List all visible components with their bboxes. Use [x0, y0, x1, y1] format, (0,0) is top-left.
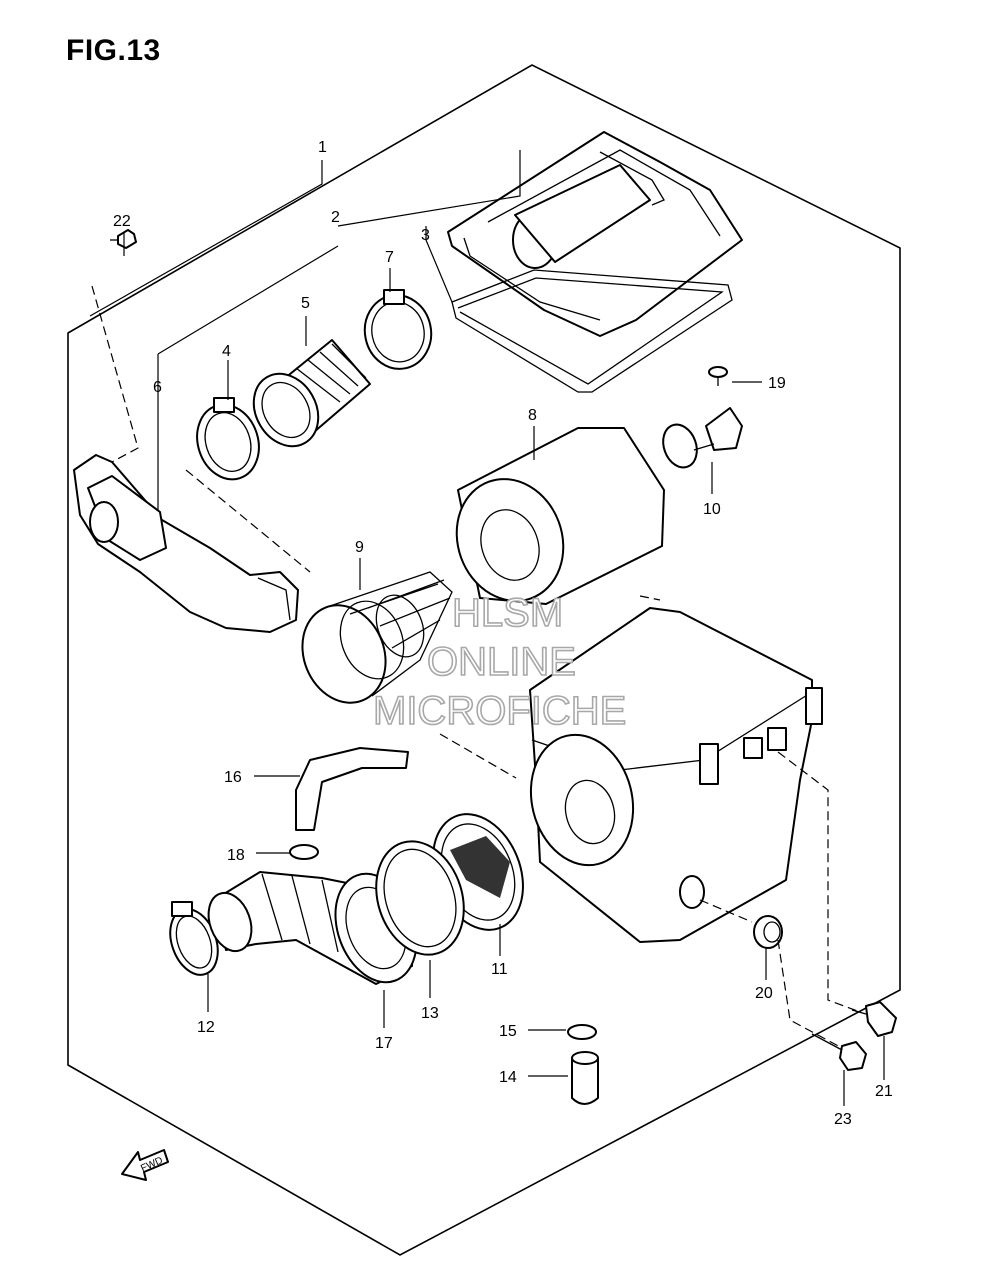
screw-19[interactable]	[708, 366, 728, 386]
callout-5: 5	[301, 295, 310, 312]
fitting-10[interactable]	[657, 407, 743, 472]
drain-plug-14[interactable]	[571, 1051, 599, 1105]
grommet-20[interactable]	[753, 915, 783, 949]
callout-23: 23	[834, 1111, 852, 1128]
callout-6: 6	[153, 379, 162, 396]
callout-1: 1	[318, 139, 327, 156]
watermark-line1: HLSM	[452, 591, 563, 635]
fwd-marker: FWD	[121, 1149, 169, 1181]
clamp-13[interactable]	[362, 830, 478, 966]
callout-21: 21	[875, 1083, 893, 1100]
leader-1	[89, 160, 323, 317]
cap-seal[interactable]	[451, 269, 733, 393]
callout-16: 16	[224, 769, 242, 786]
assembly-line	[439, 733, 517, 779]
assembly-line	[777, 751, 861, 1013]
assembly-line	[639, 595, 661, 601]
callout-7: 7	[385, 249, 394, 266]
callout-9: 9	[355, 539, 364, 556]
assembly-line	[185, 469, 311, 573]
callout-22: 22	[113, 213, 131, 230]
intake-duct-6[interactable]	[73, 454, 299, 633]
watermark-line2: ONLINE	[427, 640, 576, 684]
drain-hose-16[interactable]	[295, 747, 409, 831]
watermark-line3: MICROFICHE	[373, 689, 626, 733]
figure-title: FIG.13	[66, 34, 161, 67]
leader-2	[337, 150, 521, 227]
arrow-left-icon	[121, 1149, 169, 1181]
assembly-frame	[67, 64, 901, 1256]
leader-6-bracket	[157, 245, 339, 355]
callout-4: 4	[222, 343, 231, 360]
callout-12: 12	[197, 1019, 215, 1036]
clamp-4[interactable]	[188, 397, 269, 488]
screw-23[interactable]	[811, 1033, 867, 1071]
callout-3: 3	[421, 227, 430, 244]
clamp-7[interactable]	[358, 289, 438, 375]
callout-20: 20	[755, 985, 773, 1002]
callout-8: 8	[528, 407, 537, 424]
clip-18[interactable]	[289, 844, 319, 860]
callout-13: 13	[421, 1005, 439, 1022]
filter-element-8[interactable]	[440, 427, 665, 616]
clip-15[interactable]	[567, 1024, 597, 1040]
leader-3	[425, 226, 453, 303]
bolt-22[interactable]	[110, 229, 137, 249]
air-cleaner-cap[interactable]	[447, 131, 743, 337]
assembly-line	[91, 285, 139, 463]
assembly-line	[777, 939, 843, 1049]
connector-5[interactable]	[241, 339, 371, 458]
callout-10: 10	[703, 501, 721, 518]
callout-19: 19	[768, 375, 786, 392]
assembly-line	[699, 899, 753, 923]
callout-15: 15	[499, 1023, 517, 1040]
clamp-12[interactable]	[162, 887, 259, 982]
bolt-21[interactable]	[851, 1001, 897, 1037]
callout-17: 17	[375, 1035, 393, 1052]
air-cleaner-case[interactable]	[518, 607, 823, 943]
callout-14: 14	[499, 1069, 517, 1086]
callout-11: 11	[491, 961, 508, 978]
callout-2: 2	[331, 209, 340, 226]
callout-18: 18	[227, 847, 245, 864]
filter-cage-9[interactable]	[288, 571, 453, 715]
